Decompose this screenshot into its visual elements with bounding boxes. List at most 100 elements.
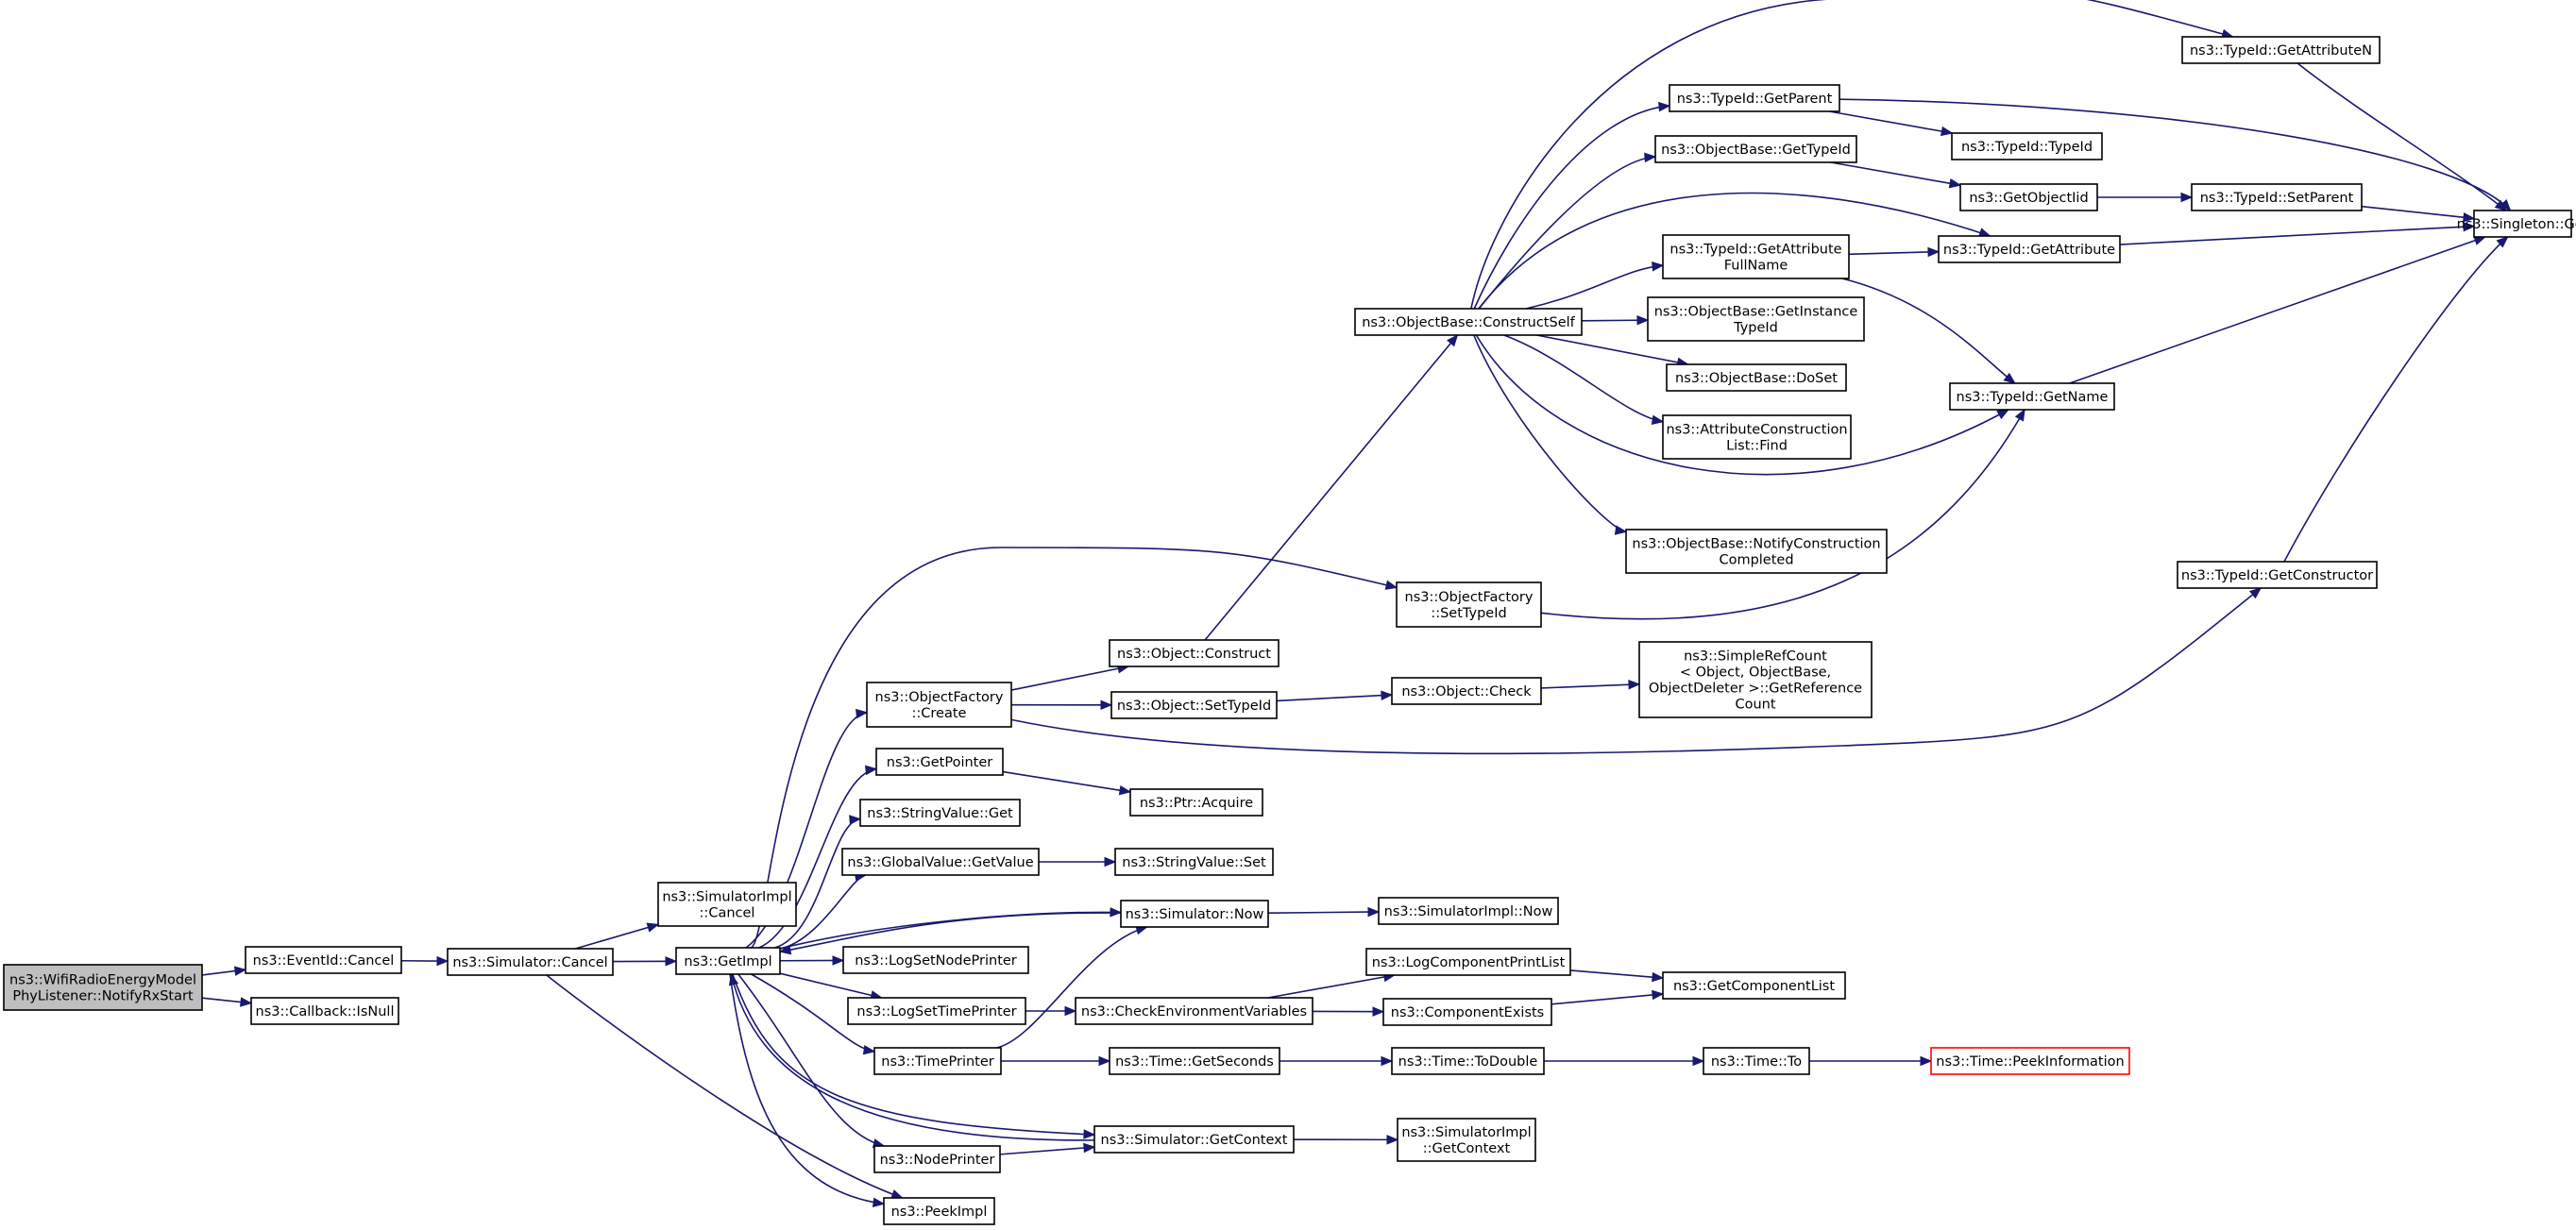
edge-line [1841, 278, 2016, 384]
node-label: ns3::Time::ToDouble [1398, 1054, 1538, 1070]
node-globalvalue_getvalue[interactable]: ns3::GlobalValue::GetValue [841, 848, 1040, 876]
edge-typeid_getconstructor-to-singleton_get [2283, 236, 2509, 563]
node-singleton_get[interactable]: ns3::Singleton::Get [2457, 210, 2576, 238]
node-typeid_getattribute[interactable]: ns3::TypeId::GetAttribute [1938, 235, 2121, 263]
edge-line [1276, 694, 1393, 702]
node-label: ns3::AttributeConstruction [1666, 422, 1847, 437]
node-objectbase_gettypeid[interactable]: ns3::ObjectBase::GetTypeId [1654, 135, 1857, 163]
node-typeid_setparent[interactable]: ns3::TypeId::SetParent [2191, 183, 2363, 211]
arrowhead-icon [240, 997, 253, 1007]
node-label: List::Find [1726, 438, 1788, 453]
node-getobjectiid[interactable]: ns3::GetObjectIid [1959, 183, 2098, 211]
node-object_construct[interactable]: ns3::Object::Construct [1109, 639, 1280, 667]
node-time_peekinformation[interactable]: ns3::Time::PeekInformation [1930, 1047, 2130, 1075]
node-label: ns3::GetImpl [684, 954, 771, 969]
edge-objectbase_constructself-to-typeid_getparent [1473, 101, 1671, 310]
edge-object_settypeid-to-object_check [1276, 690, 1394, 702]
arrowhead-icon [1384, 580, 1398, 590]
node-objectbase_notifyconstructioncompleted[interactable]: ns3::ObjectBase::NotifyConstructionCompl… [1625, 529, 1888, 574]
node-box [1703, 1047, 1810, 1075]
node-checkenv[interactable]: ns3::CheckEnvironmentVariables [1075, 997, 1313, 1025]
node-ptr_acquire[interactable]: ns3::Ptr::Acquire [1129, 788, 1263, 817]
edge-getimpl-to-simulator_getcontext [732, 973, 1096, 1139]
node-typeid_getconstructor[interactable]: ns3::TypeId::GetConstructor [2177, 561, 2378, 589]
node-label: ns3::Simulator::Now [1126, 907, 1264, 922]
node-logcomponentprintlist[interactable]: ns3::LogComponentPrintList [1365, 948, 1571, 976]
node-timeprinter[interactable]: ns3::TimePrinter [873, 1047, 1002, 1075]
arrowhead-icon [1083, 1142, 1096, 1154]
node-objectbase_constructself[interactable]: ns3::ObjectBase::ConstructSelf [1354, 308, 1583, 336]
node-stringvalue_get[interactable]: ns3::StringValue::Get [859, 799, 1021, 827]
edge-object_construct-to-objectbase_constructself [1204, 333, 1459, 641]
node-box [657, 882, 797, 927]
node-objfactory_create[interactable]: ns3::ObjectFactory::Create [866, 682, 1012, 728]
node-getcomponentlist[interactable]: ns3::GetComponentList [1662, 971, 1846, 1000]
node-box [1354, 308, 1583, 336]
edge-typeid_getattributefullname-to-typeid_getname [1841, 278, 2016, 384]
node-label: FullName [1724, 258, 1788, 273]
arrowhead-icon [1636, 314, 1650, 326]
edge-line [1267, 911, 1380, 914]
node-componentexists[interactable]: ns3::ComponentExists [1382, 998, 1552, 1026]
node-label: ns3::Callback::IsNull [256, 1004, 395, 1019]
node-typeid_typeid[interactable]: ns3::TypeId::TypeId [1951, 132, 2103, 160]
node-callback_isnull[interactable]: ns3::Callback::IsNull [250, 997, 399, 1025]
node-objfactory_settypeid[interactable]: ns3::ObjectFactory::SetTypeId [1396, 581, 1542, 628]
node-time_todouble[interactable]: ns3::Time::ToDouble [1391, 1047, 1545, 1075]
node-time_to[interactable]: ns3::Time::To [1703, 1047, 1810, 1075]
edge-getpointer-to-ptr_acquire [1002, 770, 1132, 796]
edge-line [1473, 105, 1670, 310]
node-label: Completed [1719, 552, 1793, 567]
node-objectbase_doset[interactable]: ns3::ObjectBase::DoSet [1666, 363, 1847, 392]
edge-line [1551, 993, 1664, 1005]
node-box [1638, 641, 1873, 718]
node-typeid_getname[interactable]: ns3::TypeId::GetName [1949, 382, 2115, 411]
node-logsettimeprinter[interactable]: ns3::LogSetTimePrinter [847, 997, 1026, 1025]
edge-line [1470, 0, 2233, 310]
node-logsetnodeprinter[interactable]: ns3::LogSetNodePrinter [842, 946, 1029, 974]
node-box [1949, 382, 2115, 411]
node-label: ns3::ObjectBase::NotifyConstruction [1632, 536, 1880, 551]
node-stringvalue_set[interactable]: ns3::StringValue::Set [1114, 848, 1274, 876]
node-getpointer[interactable]: ns3::GetPointer [875, 748, 1004, 776]
edge-line [737, 973, 885, 1147]
node-simulator_now[interactable]: ns3::Simulator::Now [1120, 900, 1269, 928]
edge-line [2296, 62, 2507, 211]
node-time_getseconds[interactable]: ns3::Time::GetSeconds [1109, 1047, 1280, 1075]
node-label: ns3::GlobalValue::GetValue [847, 855, 1033, 870]
node-object_check[interactable]: ns3::Object::Check [1391, 677, 1542, 705]
node-typeid_getparent[interactable]: ns3::TypeId::GetParent [1669, 84, 1840, 112]
arrowhead-icon [646, 922, 660, 933]
node-label: ns3::GetObjectIid [1969, 191, 2088, 206]
edge-line [2119, 225, 2475, 245]
edge-line [1204, 334, 1459, 641]
node-typeid_getattributen[interactable]: ns3::TypeId::GetAttributeN [2181, 36, 2381, 64]
node-simplerefcount[interactable]: ns3::SimpleRefCount< Object, ObjectBase,… [1638, 641, 1873, 718]
node-peekimpl[interactable]: ns3::PeekImpl [883, 1197, 995, 1225]
edge-line [1830, 161, 1961, 186]
arrowhead-icon [849, 815, 862, 825]
node-simimpl_cancel[interactable]: ns3::SimulatorImpl::Cancel [657, 882, 797, 927]
edge-line [732, 973, 1095, 1136]
arrowhead-icon [872, 1197, 886, 1207]
node-box [1391, 677, 1542, 705]
node-object_settypeid[interactable]: ns3::Object::SetTypeId [1110, 691, 1278, 719]
edge-getimpl-to-objfactory_settypeid [750, 547, 1398, 949]
node-getimpl[interactable]: ns3::GetImpl [675, 947, 781, 975]
edge-logsettimeprinter-to-checkenv [1025, 1005, 1077, 1017]
node-nodeprinter[interactable]: ns3::NodePrinter [873, 1145, 1001, 1173]
node-root[interactable]: ns3::WifiRadioEnergyModelPhyListener::No… [3, 964, 203, 1011]
node-eventid_cancel[interactable]: ns3::EventId::Cancel [245, 946, 402, 974]
node-simimpl_now[interactable]: ns3::SimulatorImpl::Now [1378, 897, 1559, 925]
arrowhead-icon [856, 708, 869, 719]
node-sim_cancel[interactable]: ns3::Simulator::Cancel [447, 948, 614, 976]
edge-line [2283, 236, 2509, 563]
node-simulator_getcontext[interactable]: ns3::Simulator::GetContext [1093, 1125, 1295, 1154]
edge-time_todouble-to-time_to [1544, 1055, 1705, 1067]
node-simimpl_getcontext[interactable]: ns3::SimulatorImpl::GetContext [1397, 1118, 1536, 1162]
edge-globalvalue_getvalue-to-stringvalue_set [1039, 856, 1117, 868]
edge-objectbase_gettypeid-to-getobjectiid [1830, 161, 1962, 189]
